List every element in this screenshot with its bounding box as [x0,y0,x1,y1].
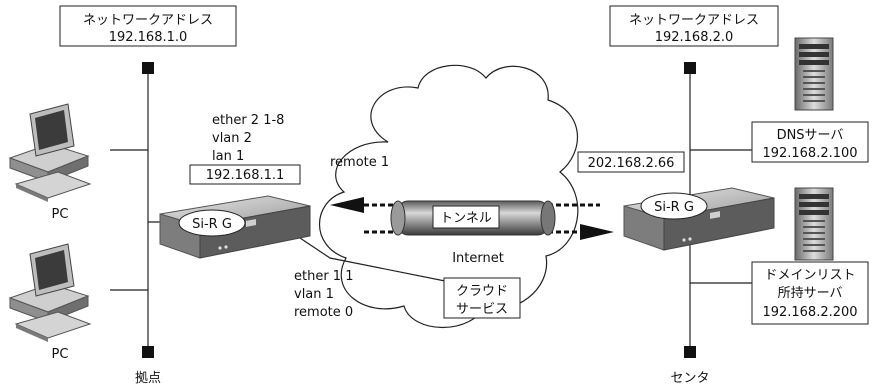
right-router-name: Si-R G [654,200,694,215]
right-site-label: センタ [670,371,709,386]
pc-label-top: PC [52,207,69,222]
right-lan-bottom-terminator [684,346,696,358]
cloud-service-line-1: クラウド [456,284,508,299]
dns-server-ip: 192.168.2.100 [762,146,857,161]
pc-icon-bottom [9,243,91,343]
right-wan-ip: 202.168.2.66 [588,156,675,171]
arrow-right-icon [580,224,614,240]
wan-config-line-2: vlan 1 [294,287,334,302]
left-lan-top-terminator [142,62,154,74]
pc-label-bottom: PC [52,347,69,362]
domain-server-ip: 192.168.2.200 [762,305,857,320]
left-site-label: 拠点 [135,371,161,386]
internet-cloud [319,64,579,329]
wan-config-line-3: remote 0 [294,305,353,320]
arrow-left-icon [330,197,364,213]
left-lan-bottom-terminator [142,346,154,358]
left-router-name: Si-R G [192,217,232,232]
lan-config-line-2: vlan 2 [212,131,252,146]
right-lan-top-terminator [684,62,696,74]
domain-server-line-1: ドメインリスト [764,268,855,283]
tunnel-label: トンネル [440,211,492,226]
right-network-address-value: 192.168.2.0 [655,30,734,45]
internet-label: Internet [452,251,504,266]
remote-1-label: remote 1 [330,155,389,170]
domain-server-icon [794,187,834,261]
cloud-service-line-2: サービス [456,302,508,317]
lan-config-line-3: lan 1 [212,149,244,164]
left-network-address-title: ネットワークアドレス [83,13,213,28]
wan-config-line-1: ether 1 1 [294,269,353,284]
right-network-address-title: ネットワークアドレス [629,13,759,28]
lan-config-line-1: ether 2 1-8 [212,113,284,128]
dns-server-name: DNSサーバ [777,128,844,143]
dns-server-icon [794,37,834,111]
left-lan-ip: 192.168.1.1 [206,168,285,183]
domain-server-line-2: 所持サーバ [778,286,843,301]
left-network-address-value: 192.168.1.0 [109,30,188,45]
pc-icon-top [9,103,91,203]
